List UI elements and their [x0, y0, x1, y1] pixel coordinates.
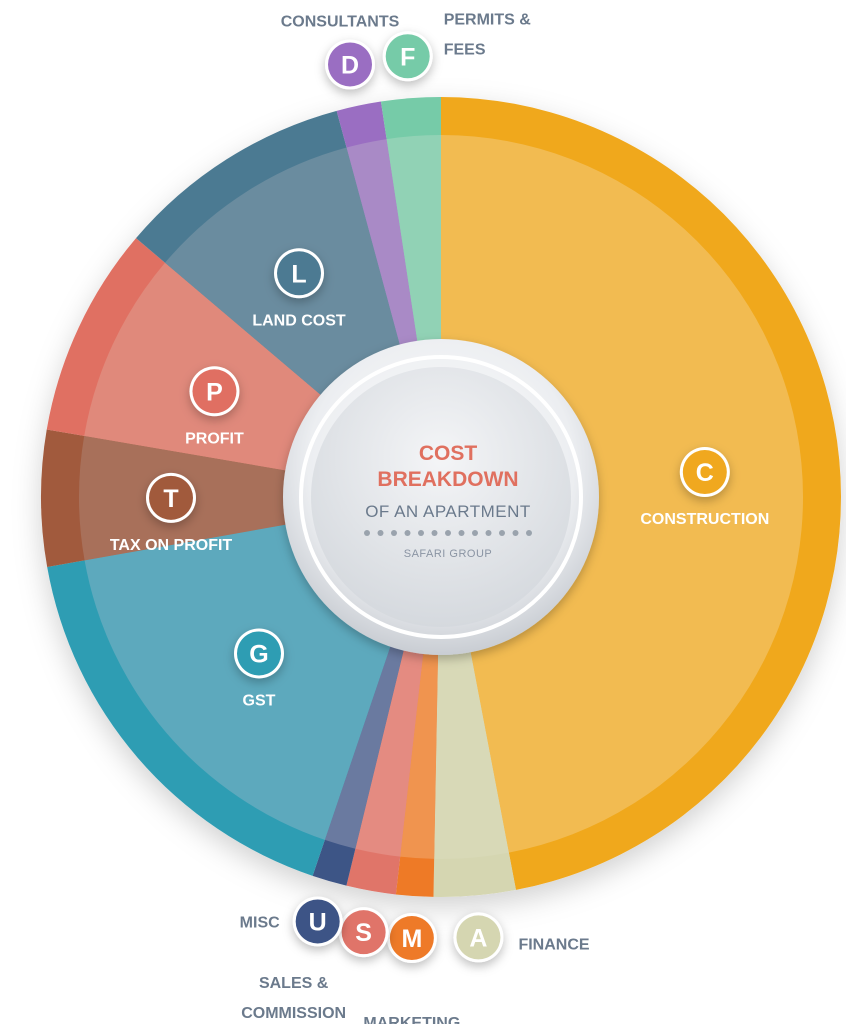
- badge-disc-permits: [385, 34, 430, 79]
- label-permits-line1: PERMITS &: [444, 11, 532, 28]
- badge-disc-tax: [149, 475, 194, 520]
- badge-sales: S: [338, 907, 389, 958]
- badge-letter-permits: F: [400, 43, 415, 71]
- badge-disc-design: [328, 42, 373, 87]
- badge-construction: C: [679, 447, 730, 498]
- badge-profit: P: [189, 366, 240, 417]
- center-hub: COST BREAKDOWN OF AN APARTMENT SAFARI GR…: [283, 339, 599, 655]
- badge-disc-gst: [236, 631, 281, 676]
- label-sales-line2: COMMISSION: [241, 1005, 346, 1022]
- badge-disc-misc: [295, 899, 340, 944]
- badge-disc-finance: [456, 915, 501, 960]
- badge-letter-design: D: [341, 51, 359, 79]
- badge-letter-misc: U: [309, 908, 327, 936]
- label-marketing: MARKETING: [363, 1015, 460, 1024]
- badge-design: D: [325, 39, 376, 90]
- divider-dot: [526, 530, 532, 536]
- badge-gst: G: [233, 628, 284, 679]
- label-finance: FINANCE: [518, 936, 589, 953]
- label-gst: GST: [243, 692, 276, 709]
- badge-permits: F: [382, 31, 433, 82]
- badges-layer: C A M SU G T P L D F: [146, 31, 730, 964]
- divider-dot: [391, 530, 397, 536]
- hub-ring-highlight: [299, 355, 583, 639]
- label-permits-line2: FEES: [444, 41, 486, 58]
- divider-dot: [499, 530, 505, 536]
- badge-letter-marketing: M: [401, 925, 422, 953]
- slice-inner-construction: [441, 135, 804, 853]
- label-land: LAND COST: [252, 312, 346, 329]
- badge-finance: A: [453, 912, 504, 963]
- divider-dot: [377, 530, 384, 536]
- divider-dot: [485, 530, 492, 536]
- badge-letter-tax: T: [163, 485, 178, 513]
- label-construction: CONSTRUCTION: [640, 511, 769, 528]
- badge-letter-construction: C: [696, 459, 714, 487]
- label-profit: PROFIT: [185, 430, 244, 447]
- divider-dot: [404, 530, 411, 536]
- divider-dot: [512, 530, 519, 536]
- badge-letter-finance: A: [469, 924, 487, 952]
- badge-disc-profit: [192, 369, 237, 414]
- center-subtitle: OF AN APARTMENT: [365, 502, 531, 521]
- center-title-line1: COST: [419, 442, 478, 465]
- slice-inner-tax: [79, 435, 441, 561]
- divider-dot: [445, 530, 451, 536]
- badge-letter-sales: S: [355, 919, 372, 947]
- label-misc: MISC: [240, 914, 280, 931]
- center-dot-divider: [364, 530, 532, 536]
- divider-dot: [418, 530, 424, 536]
- badge-disc-sales: [341, 910, 386, 955]
- divider-dot: [472, 530, 478, 536]
- divider-dot: [431, 530, 438, 536]
- badge-misc: U: [292, 896, 343, 947]
- badge-letter-land: L: [291, 260, 306, 288]
- badge-land: L: [274, 248, 325, 299]
- label-tax: TAX ON PROFIT: [110, 537, 233, 554]
- label-design-line2: CONSULTANTS: [281, 13, 400, 30]
- badge-disc-land: [277, 251, 322, 296]
- badge-tax: T: [146, 472, 197, 523]
- badge-letter-profit: P: [206, 378, 223, 406]
- hub-inner-disc: [311, 367, 571, 627]
- center-brand: SAFARI GROUP: [404, 548, 493, 560]
- divider-dot: [364, 530, 370, 536]
- center-title-line2: BREAKDOWN: [377, 468, 518, 491]
- labels-layer: CONSTRUCTION FINANCE MARKETING SALES & COMMI…: [110, 0, 769, 1024]
- divider-dot: [458, 530, 465, 536]
- label-sales-line1: SALES &: [259, 975, 329, 992]
- badge-disc-marketing: [389, 916, 434, 961]
- badge-letter-gst: G: [249, 640, 268, 668]
- badge-marketing: M: [386, 913, 437, 964]
- badge-disc-construction: [682, 450, 727, 495]
